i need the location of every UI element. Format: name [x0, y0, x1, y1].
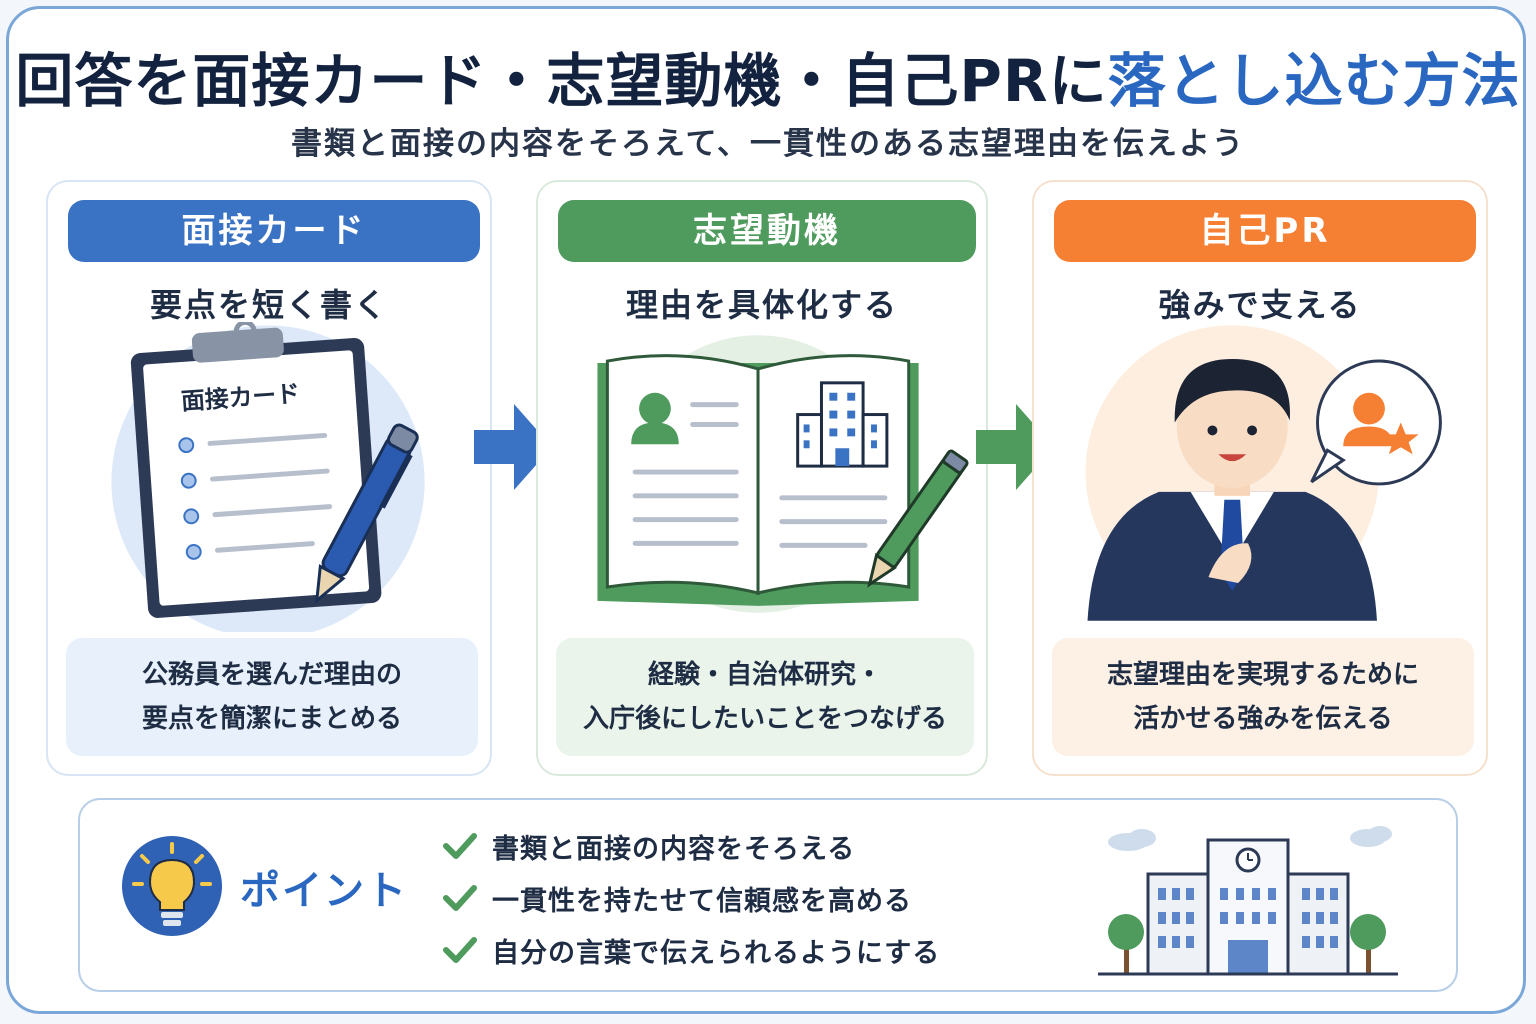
person-icon [631, 392, 679, 445]
list-item: 自分の言葉で伝えられるようにする [440, 924, 940, 976]
title-main: 回答を面接カード・志望動機・自己PRに [15, 47, 1108, 115]
card-note-line: 志望理由を実現するために [1106, 660, 1419, 690]
card-note-line: 公務員を選んだ理由の [141, 660, 402, 690]
card-self-pr: 自己PR 強みで支える 志望理由を実現するために 活かせる強みを伝える [1032, 180, 1488, 776]
point-label: ポイント [240, 868, 408, 914]
businessman-icon [1087, 359, 1377, 621]
card-header: 志望動機 [558, 200, 976, 262]
lightbulb-icon [122, 836, 222, 936]
card-note-line: 要点を簡潔にまとめる [141, 704, 402, 734]
list-item: 一貫性を持たせて信頼感を高める [440, 872, 940, 924]
card-interview-card: 面接カード 要点を短く書く 面接カード 公務員を選んだ理由の 要点を簡潔にまとめ… [46, 180, 492, 776]
card-header: 面接カード [68, 200, 480, 262]
speech-bubble-icon [1310, 359, 1442, 486]
businessman-illustration [1085, 325, 1442, 621]
pen-icon [314, 423, 419, 604]
list-item-text: 一貫性を持たせて信頼感を高める [492, 885, 912, 917]
card-motivation: 志望動機 理由を具体化する [536, 180, 988, 776]
arrow-right-icon [474, 404, 552, 490]
card-note: 経験・自治体研究・ 入庁後にしたいことをつなげる [556, 638, 974, 756]
check-icon [443, 885, 477, 911]
point-box: ポイント 書類と面接の内容をそろえる 一貫性を持たせて信頼感を高める 自分の言葉… [78, 798, 1458, 992]
star-icon [1382, 422, 1419, 455]
card-subheading: 強みで支える [1158, 286, 1362, 324]
open-book-icon [597, 354, 919, 606]
card-subheading: 理由を具体化する [625, 286, 898, 324]
page-title: 回答を面接カード・志望動機・自己PRに落とし込む方法 [0, 34, 1536, 118]
card-note-line: 経験・自治体研究・ [647, 660, 882, 690]
list-item-text: 自分の言葉で伝えられるようにする [492, 937, 941, 969]
card-note-line: 活かせる強みを伝える [1133, 704, 1393, 734]
pencil-icon [867, 449, 969, 588]
check-icon [443, 833, 477, 859]
card-subheading: 要点を短く書く [149, 286, 388, 324]
school-building-icon [1098, 826, 1398, 976]
point-list: 書類と面接の内容をそろえる 一貫性を持たせて信頼感を高める 自分の言葉で伝えられ… [440, 820, 940, 976]
list-item: 書類と面接の内容をそろえる [440, 820, 940, 872]
card-header: 自己PR [1054, 200, 1476, 262]
building-icon [796, 381, 889, 468]
card-note: 志望理由を実現するために 活かせる強みを伝える [1052, 638, 1474, 756]
check-icon [443, 937, 477, 963]
card-note-line: 入庁後にしたいことをつなげる [582, 704, 947, 734]
book-illustration [597, 335, 969, 613]
clipboard-illustration: 面接カード [111, 322, 425, 632]
title-accent: 落とし込む方法 [1107, 47, 1521, 115]
clipboard-icon: 面接カード [130, 322, 382, 618]
page-subtitle: 書類と面接の内容をそろえて、一貫性のある志望理由を伝えよう [291, 126, 1245, 162]
list-item-text: 書類と面接の内容をそろえる [492, 833, 856, 865]
card-note: 公務員を選んだ理由の 要点を簡潔にまとめる [66, 638, 478, 756]
